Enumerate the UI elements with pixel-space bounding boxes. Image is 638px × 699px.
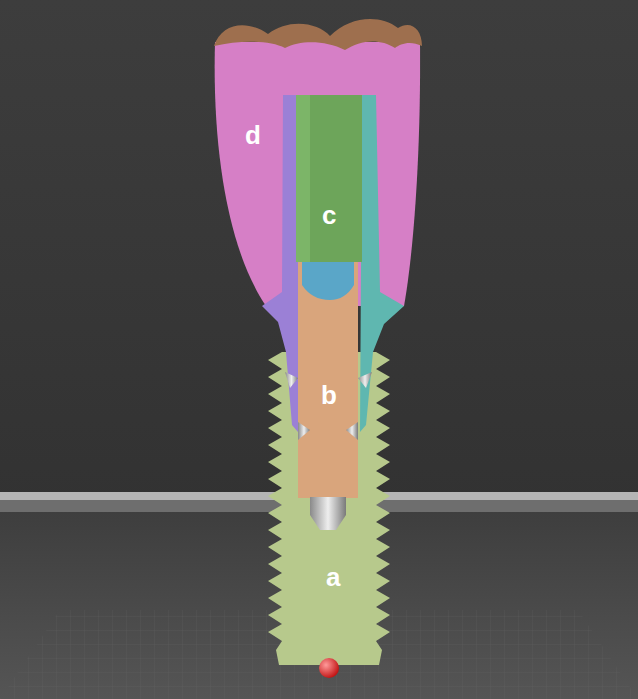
abutment-left xyxy=(262,95,298,432)
part-label: a xyxy=(326,564,340,590)
crown xyxy=(215,42,420,306)
crown-occlusal xyxy=(214,19,422,50)
screw-head xyxy=(302,262,354,300)
thread-right xyxy=(346,422,358,440)
screw-tip xyxy=(310,497,346,530)
thread-left xyxy=(298,422,310,440)
part-label: d xyxy=(245,122,261,148)
part-label: b xyxy=(321,382,337,408)
screw-channel xyxy=(296,95,362,262)
hex-left xyxy=(285,372,298,388)
abutment-screw xyxy=(298,262,358,498)
reference-point xyxy=(319,658,339,678)
implant-body xyxy=(268,352,390,665)
channel-highlight xyxy=(296,95,310,262)
part-label: c xyxy=(322,202,336,228)
hex-right xyxy=(358,372,372,388)
